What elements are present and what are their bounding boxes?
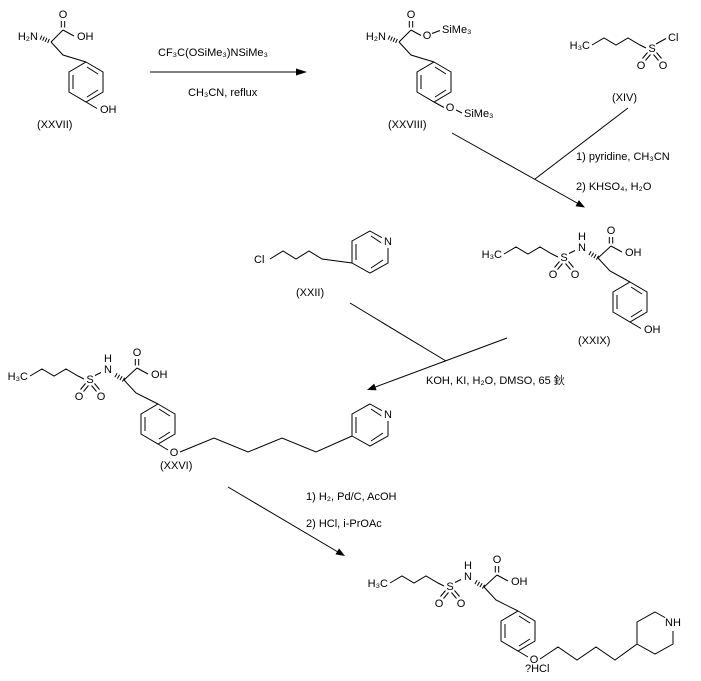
atom-label-n: N bbox=[578, 242, 586, 254]
arrow-head bbox=[367, 383, 377, 391]
arrow-branch-line bbox=[349, 302, 447, 362]
arrow-head bbox=[575, 200, 585, 208]
arrow-branch-line bbox=[534, 107, 629, 180]
bond-path bbox=[269, 230, 389, 274]
compound-label-xiv: (XIV) bbox=[612, 92, 637, 104]
molecule-xxviii: O O SiMe₃ H₂N O SiMe₃ (XXVIII) bbox=[366, 9, 494, 131]
compound-label-xxvii: (XXVII) bbox=[37, 119, 72, 131]
arrow-line bbox=[373, 337, 508, 388]
bond-path bbox=[398, 21, 463, 114]
atom-label-oh: OH bbox=[511, 576, 528, 588]
bond-path bbox=[50, 21, 104, 109]
atom-label-s: S bbox=[86, 374, 93, 386]
reaction-arrow-3: KOH, KI, H₂O, DMSO, 65 鈥 bbox=[349, 302, 565, 391]
arrow-line bbox=[227, 486, 339, 553]
reagent-step1-bottom: CH₃CN, reflux bbox=[188, 87, 258, 99]
reaction-arrow-1: CF₃C(OSiMe₃)NSiMe₃ CH₃CN, reflux bbox=[150, 47, 307, 99]
atom-label-o: O bbox=[457, 598, 466, 610]
atom-label-o: O bbox=[97, 391, 106, 403]
reagent-step4-line1: 1) H₂, Pd/C, AcOH bbox=[306, 491, 397, 503]
reaction-arrow-2: 1) pyridine, CH₃CN 2) KHSO₄, H₂O bbox=[451, 107, 670, 208]
stereo-hash-bond bbox=[39, 35, 50, 44]
reagent-step2-line2: 2) KHSO₄, H₂O bbox=[576, 181, 652, 193]
atom-label-cl: Cl bbox=[254, 254, 264, 266]
atom-label-oh: OH bbox=[644, 324, 661, 336]
atom-label-o: O bbox=[407, 9, 416, 21]
atom-label-sime3: SiMe₃ bbox=[464, 108, 494, 120]
atom-label-n: N bbox=[104, 364, 112, 376]
atom-label-n: N bbox=[464, 571, 472, 583]
atom-label-sime3: SiMe₃ bbox=[442, 24, 472, 36]
molecule-xxvii: O OH H₂N OH (XXVII) bbox=[18, 9, 117, 131]
atom-label-o: O bbox=[446, 102, 455, 114]
atom-label-cl: Cl bbox=[668, 32, 678, 44]
atom-label-o: O bbox=[133, 347, 142, 359]
atom-label-h: H bbox=[578, 231, 586, 243]
atom-label-h: H bbox=[464, 560, 472, 572]
reagent-step1-top: CF₃C(OSiMe₃)NSiMe₃ bbox=[158, 47, 268, 59]
atom-label-s: S bbox=[446, 581, 453, 593]
bond-path bbox=[591, 37, 667, 61]
compound-label-xxii: (XXII) bbox=[296, 287, 324, 299]
atom-label-n: N bbox=[384, 409, 392, 421]
compound-label-xxviii: (XXVIII) bbox=[388, 119, 427, 131]
molecule-final-product: H₃C S O O H N O OH O NH ?HCl bbox=[368, 554, 682, 675]
atom-label-oh: OH bbox=[625, 247, 642, 259]
atom-label-o: O bbox=[435, 598, 444, 610]
atom-label-o: O bbox=[170, 447, 179, 459]
molecule-xxii: N Cl (XXII) bbox=[254, 230, 395, 299]
atom-label-o: O bbox=[493, 554, 502, 566]
atom-label-o: O bbox=[423, 30, 432, 42]
stereo-hash-bond bbox=[387, 35, 398, 44]
atom-label-oh: OH bbox=[100, 104, 117, 116]
bond-path bbox=[503, 237, 648, 329]
atom-label-h3c: H₃C bbox=[570, 40, 590, 52]
atom-label-o: O bbox=[530, 654, 539, 666]
bond-path bbox=[389, 566, 674, 661]
arrow-line bbox=[451, 132, 579, 204]
compound-label-xxix: (XXIX) bbox=[578, 335, 610, 347]
arrow-head bbox=[296, 68, 307, 76]
bond-path bbox=[29, 359, 389, 453]
atom-label-o: O bbox=[637, 60, 646, 72]
atom-label-s: S bbox=[648, 43, 655, 55]
heteroatom-mask bbox=[381, 234, 395, 248]
reaction-arrow-4: 1) H₂, Pd/C, AcOH 2) HCl, i-PrOAc bbox=[227, 486, 397, 556]
atom-label-o: O bbox=[659, 60, 668, 72]
reagent-step3: KOH, KI, H₂O, DMSO, 65 鈥 bbox=[426, 373, 565, 387]
stereo-hash-bond bbox=[114, 373, 126, 382]
heteroatom-mask bbox=[381, 407, 395, 421]
atom-label-o: O bbox=[571, 269, 580, 281]
stereo-hash-bond bbox=[588, 251, 600, 260]
molecule-xxvi: H₃C S O O H N O OH O N (XXVI) bbox=[8, 347, 395, 472]
atom-label-nh: NH bbox=[665, 617, 681, 629]
atom-label-h: H bbox=[104, 353, 112, 365]
stereo-hash-bond bbox=[474, 580, 486, 589]
atom-label-h3c: H₃C bbox=[482, 249, 502, 261]
molecule-xxix: H₃C S O O H N O OH OH (XXIX) bbox=[482, 225, 661, 347]
atom-label-oh: OH bbox=[151, 369, 168, 381]
atom-label-h3c: H₃C bbox=[368, 578, 388, 590]
atom-label-h2n: H₂N bbox=[366, 31, 386, 43]
atom-label-n: N bbox=[384, 236, 392, 248]
atom-label-o: O bbox=[59, 9, 68, 21]
atom-label-h3c: H₃C bbox=[8, 371, 28, 383]
reagent-step4-line2: 2) HCl, i-PrOAc bbox=[306, 518, 382, 530]
atom-label-o: O bbox=[549, 269, 558, 281]
compound-label-xxvi: (XXVI) bbox=[160, 460, 192, 472]
atom-label-h2n: H₂N bbox=[18, 31, 38, 43]
compound-label-final-salt: ?HCl bbox=[525, 663, 549, 675]
molecule-xiv: H₃C S O O Cl (XIV) bbox=[570, 32, 679, 104]
atom-label-s: S bbox=[560, 252, 567, 264]
arrow-head bbox=[335, 548, 345, 556]
heteroatom-mask bbox=[664, 613, 682, 631]
reagent-step2-line1: 1) pyridine, CH₃CN bbox=[576, 151, 670, 163]
atom-label-o: O bbox=[607, 225, 616, 237]
atom-label-o: O bbox=[75, 391, 84, 403]
atom-label-oh: OH bbox=[77, 31, 94, 43]
